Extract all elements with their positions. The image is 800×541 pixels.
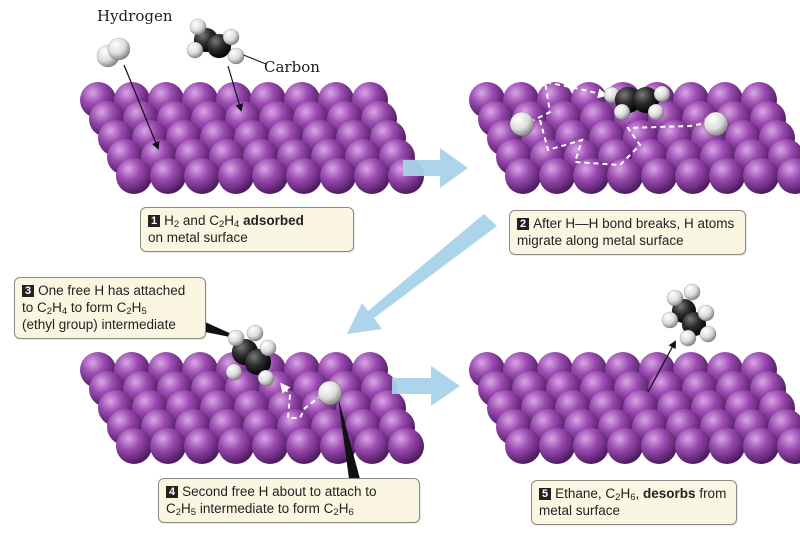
migration-path-a <box>529 80 608 123</box>
step-1-line-2: on metal surface <box>148 230 248 245</box>
hydrogen-atom <box>189 18 207 36</box>
metal-atom <box>354 428 390 464</box>
metal-atom <box>286 428 322 464</box>
metal-surface-1 <box>80 82 424 194</box>
hydrogen-atom <box>259 339 277 357</box>
flow-arrow-2-to-3 <box>347 214 497 334</box>
hydrogen-atom <box>227 329 245 347</box>
metal-atom <box>218 158 254 194</box>
metal-atom <box>320 158 356 194</box>
hydrogen-arrow <box>123 64 160 150</box>
step-1-adsorbed: adsorbed <box>243 213 304 228</box>
metal-atom <box>709 158 745 194</box>
flow-arrows <box>347 148 497 406</box>
metal-atom <box>709 428 745 464</box>
metal-atom <box>286 158 322 194</box>
metal-atom <box>116 428 152 464</box>
hydrogen-atom <box>257 369 275 387</box>
hydrogen-label: Hydrogen <box>97 7 173 25</box>
metal-atom <box>252 158 288 194</box>
metal-atom <box>607 428 643 464</box>
metal-atom <box>607 158 643 194</box>
metal-atom <box>505 158 541 194</box>
hydrogen-atom <box>653 85 671 103</box>
step-5-desorbs: desorbs <box>643 486 696 501</box>
metal-atom <box>184 428 220 464</box>
hydrogen-atom <box>661 311 679 329</box>
hydrogen-atom <box>107 37 131 61</box>
metal-atom <box>777 158 800 194</box>
metal-atom <box>116 158 152 194</box>
hydrogen-atom <box>225 363 243 381</box>
panel-2-migration-paths <box>529 80 715 167</box>
metal-surface-4 <box>469 352 800 464</box>
step-4-line-2: C2H5 intermediate to form C2H6 <box>166 501 354 518</box>
desorb-arrow <box>647 340 676 393</box>
step-1-number: 1 <box>148 215 161 227</box>
hydrogen-atom <box>666 289 684 307</box>
metal-atom <box>675 158 711 194</box>
hydrogen-atom <box>679 329 697 347</box>
hydrogen-atom <box>697 304 715 322</box>
carbon-label: Carbon <box>264 58 320 76</box>
hydrogen-atom <box>647 103 665 121</box>
metal-atom <box>743 158 779 194</box>
ethylene-arrow <box>227 65 244 112</box>
hydrogen-atom <box>186 41 204 59</box>
metal-atom <box>354 158 390 194</box>
metal-atom <box>573 158 609 194</box>
panel-3-attach-path <box>280 382 323 419</box>
step-5-number: 5 <box>539 488 552 500</box>
hydrogen-atom <box>246 324 264 342</box>
hydrogen-atom <box>683 283 701 301</box>
step-4-number: 4 <box>166 486 179 498</box>
metal-atom <box>150 428 186 464</box>
hydrogen-atom <box>317 380 343 406</box>
metal-atom <box>641 428 677 464</box>
metal-atom <box>505 428 541 464</box>
metal-atom <box>539 428 575 464</box>
metal-atom <box>218 428 254 464</box>
hydrogen-atom <box>699 325 717 343</box>
metal-atom <box>184 158 220 194</box>
hydrogen-atom <box>613 103 631 121</box>
metal-atom <box>743 428 779 464</box>
step-2-number: 2 <box>517 218 530 230</box>
step-5-line-2: metal surface <box>539 503 621 518</box>
callout-4-pointer <box>338 397 360 479</box>
metal-atom <box>252 428 288 464</box>
metal-atom <box>150 158 186 194</box>
flow-arrow-3-to-4 <box>392 366 460 406</box>
hydrogen-atom <box>703 111 729 137</box>
step-3-line-3: (ethyl group) intermediate <box>22 317 176 332</box>
step-2-line-2: migrate along metal surface <box>517 233 684 248</box>
metal-atom <box>539 158 575 194</box>
hydrogen-atom <box>509 111 535 137</box>
step-3-line-2: to C2H4 to form C2H5 <box>22 300 147 317</box>
metal-atom <box>573 428 609 464</box>
flow-arrow-1-to-2 <box>403 148 468 188</box>
metal-atom <box>641 158 677 194</box>
metal-atom <box>675 428 711 464</box>
step-3-number: 3 <box>22 285 35 297</box>
metal-atom <box>388 428 424 464</box>
metal-atom <box>777 428 800 464</box>
hydrogen-atom <box>222 28 240 46</box>
carbon-atom <box>244 348 272 376</box>
hydrogen-atom <box>227 47 245 65</box>
migration-path-b <box>539 118 715 167</box>
